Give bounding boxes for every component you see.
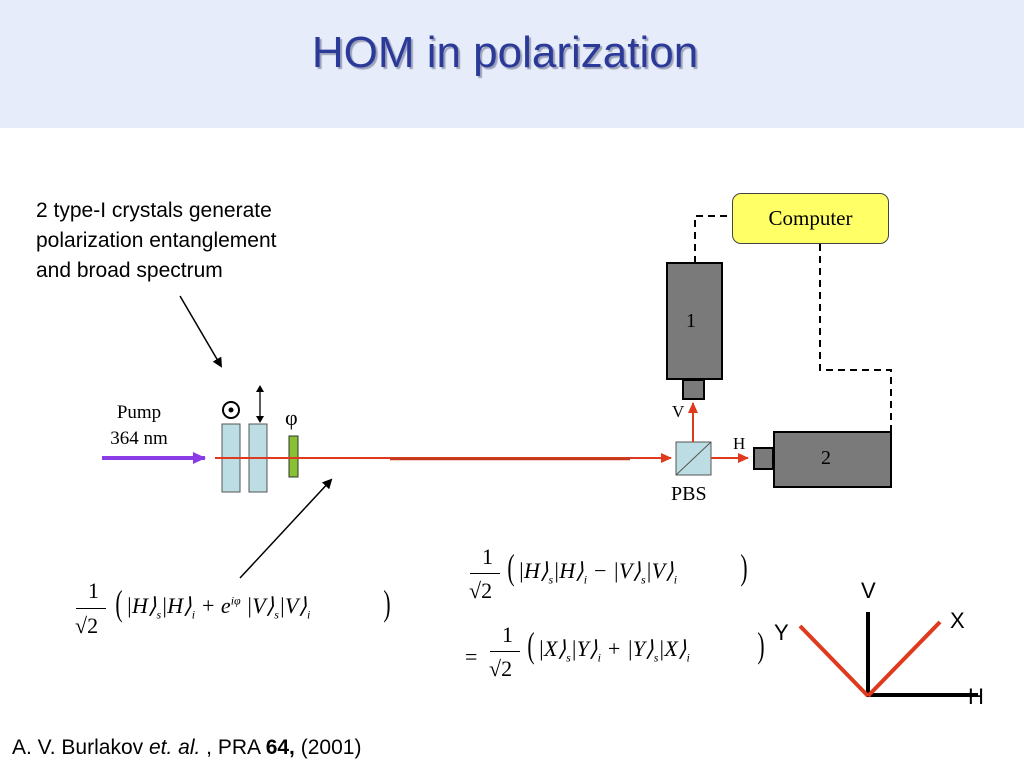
h-port-label: H: [733, 434, 746, 453]
note-arrow: [179, 295, 223, 368]
pump-wavelength: 364 nm: [110, 428, 168, 449]
citation-year: (2001): [294, 736, 362, 759]
axis-x-label: X: [950, 608, 965, 633]
crystal-note: 2 type-I crystals generate polarization …: [36, 196, 277, 286]
axis-h-label: H: [968, 684, 984, 709]
computer-box: Computer: [732, 193, 889, 244]
cable-detector-1: [694, 215, 732, 263]
detector-2: [753, 431, 892, 488]
state-equation-2: 1 √2 ( |H⟩s|H⟩i − |V⟩s|V⟩i ) = 1 √2 ( |X…: [465, 544, 765, 681]
axis-y-label: Y: [774, 620, 789, 645]
pbs-cube: [675, 441, 712, 476]
citation-etal: et. al.: [148, 736, 201, 759]
detector-1-label: 1: [686, 310, 696, 332]
state-equation-1: 1 √2 ( |H⟩s|H⟩i + eiφ |V⟩s|V⟩i ): [75, 578, 391, 638]
title-bar: [0, 0, 1024, 128]
out-of-plane-polarization-icon: [222, 401, 240, 419]
cable-detector-2: [819, 244, 892, 432]
pump-text: Pump: [116, 402, 162, 423]
note-line-1: 2 type-I crystals generate: [36, 199, 272, 222]
phase-symbol: φ: [285, 405, 298, 430]
polarization-axes: [798, 612, 978, 698]
citation: A. V. Burlakov et. al. , PRA 64, (2001): [12, 736, 361, 760]
note-line-2: polarization entanglement: [36, 229, 277, 252]
phase-plate: [288, 435, 299, 478]
pump-label: Pump 364 nm: [94, 400, 184, 452]
citation-journal: , PRA: [200, 736, 266, 759]
v-port-label: V: [672, 402, 685, 421]
slide-title: HOM in polarization: [311, 28, 699, 77]
citation-volume: 64,: [265, 736, 295, 759]
detector-2-label: 2: [821, 447, 831, 469]
citation-author: A. V. Burlakov: [12, 736, 149, 759]
vertical-polarization-icon: [256, 385, 264, 423]
note-line-3: and broad spectrum: [36, 259, 223, 282]
pbs-label: PBS: [671, 483, 707, 505]
state-pointer-arrow: [239, 478, 333, 579]
axis-v-label: V: [861, 578, 876, 603]
